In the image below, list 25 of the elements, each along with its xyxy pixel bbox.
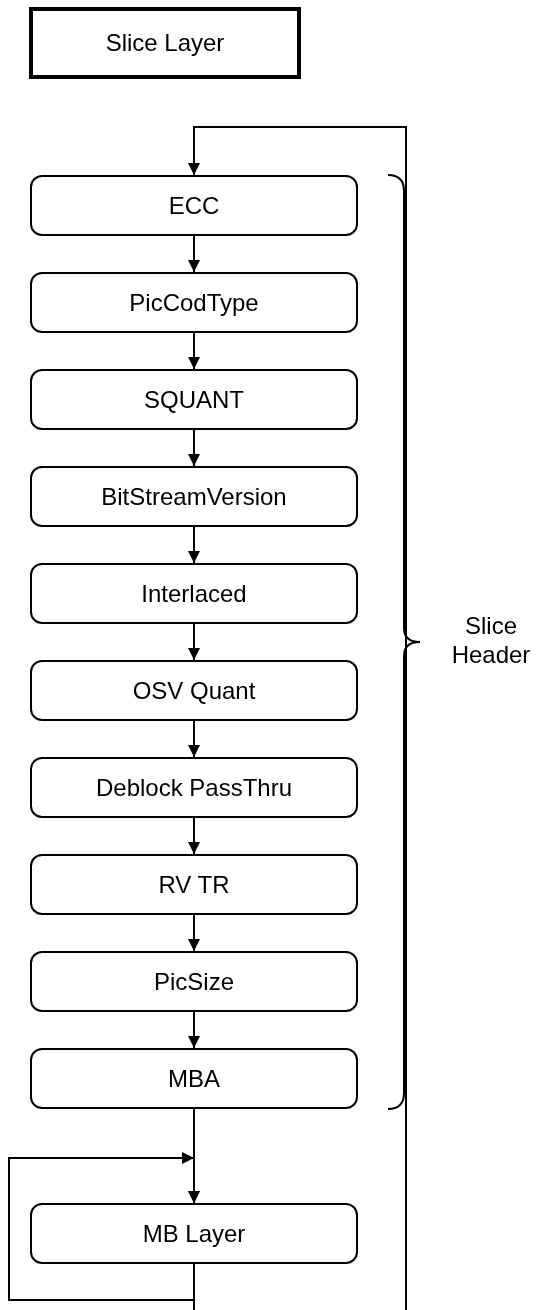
process-box <box>30 1203 358 1264</box>
box-label: ECC <box>168 191 220 220</box>
box-label: BitStreamVersion <box>101 482 287 511</box>
box-label: MB Layer <box>142 1219 246 1248</box>
process-box <box>30 563 358 624</box>
box-label: PicCodType <box>129 288 259 317</box>
box-label: MBA <box>168 1064 220 1093</box>
box-label: RV TR <box>158 870 230 899</box>
process-box <box>30 660 358 721</box>
process-box <box>30 369 358 430</box>
brace-label: Slice Header <box>450 612 532 670</box>
box-label: OSV Quant <box>132 676 256 705</box>
process-box <box>30 1048 358 1109</box>
process-box <box>30 466 358 527</box>
process-box <box>30 757 358 818</box>
process-box <box>30 854 358 915</box>
box-label: SQUANT <box>144 385 244 414</box>
title-box <box>29 7 301 79</box>
box-label: PicSize <box>154 967 234 996</box>
box-label: Interlaced <box>141 579 247 608</box>
process-box <box>30 951 358 1012</box>
process-box <box>30 272 358 333</box>
box-label: Slice Layer <box>105 29 225 57</box>
box-label: Deblock PassThru <box>95 773 293 802</box>
process-box <box>30 175 358 236</box>
